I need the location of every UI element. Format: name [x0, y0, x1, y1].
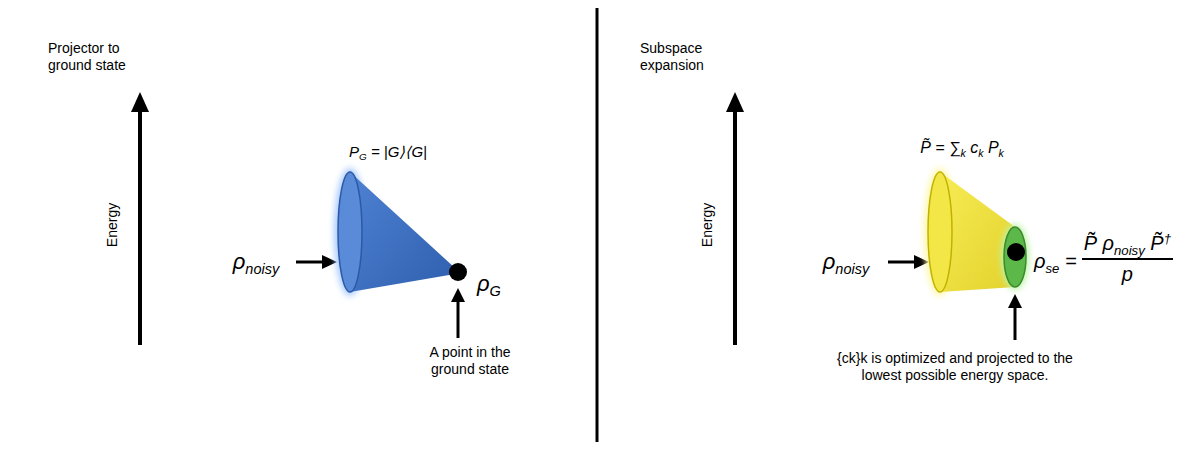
ground-state-dot — [449, 263, 467, 281]
energy-axis — [733, 110, 737, 345]
input-arrow — [296, 261, 323, 264]
text-run: = |G⟩⟨G| — [367, 143, 427, 160]
arrow-head — [131, 92, 149, 112]
cone-opening — [338, 172, 362, 292]
text-run: = — [1059, 250, 1076, 272]
state-symbol: ρG — [477, 271, 501, 297]
text-run: ρ — [477, 271, 490, 296]
projector-cone — [350, 172, 455, 292]
panel-title: Projector to ground state — [48, 40, 163, 74]
text-run: P̃ ρ — [1084, 232, 1114, 254]
arrow-head — [451, 288, 465, 302]
subscript: k — [999, 147, 1004, 159]
fraction-numerator: P̃ ρnoisy P̃† — [1082, 231, 1173, 260]
subscript: G — [490, 283, 501, 299]
arrow-head — [322, 255, 337, 269]
subscript: noisy — [835, 261, 869, 277]
text-run: c — [966, 139, 978, 156]
panel-divider — [596, 8, 599, 442]
subspace-glow — [1001, 224, 1029, 290]
state-symbol: ρnoisy — [233, 249, 280, 275]
pointer-arrow — [457, 300, 460, 338]
ground-state-dot — [1007, 243, 1025, 261]
subspace-ellipse — [1004, 227, 1026, 287]
text-run: ρ — [1034, 250, 1045, 272]
annotation: A point in the ground state — [410, 344, 530, 378]
state-symbol: ρnoisy — [823, 249, 870, 275]
pointer-arrow — [1014, 307, 1017, 340]
text-run: ρ — [823, 249, 836, 274]
subscript: G — [359, 151, 367, 162]
formula-lhs: ρse = — [1034, 249, 1077, 273]
panel-title: Subspace expansion — [640, 40, 740, 74]
input-arrow — [888, 261, 915, 264]
text-run: P̃ = ∑ — [920, 139, 960, 156]
expansion-formula: P̃ = ∑k ck Pk — [920, 138, 1004, 157]
axis-label: Energy — [104, 203, 121, 247]
text-run: P — [983, 139, 998, 156]
text-run: ρ — [233, 249, 246, 274]
subscript: k — [960, 147, 965, 159]
text-run: P̃ — [1145, 232, 1164, 254]
fraction-denominator: p — [1122, 262, 1133, 286]
annotation: {ck}k is optimized and projected to the … — [825, 350, 1085, 384]
cone-opening — [928, 172, 952, 292]
arrow-head — [1008, 294, 1022, 308]
superscript: † — [1164, 231, 1171, 246]
subscript: noisy — [245, 261, 279, 277]
arrow-head — [726, 92, 744, 112]
subscript: k — [978, 147, 983, 159]
axis-label: Energy — [699, 203, 716, 247]
text-run: P — [349, 143, 359, 160]
subscript: se — [1045, 261, 1059, 276]
subscript: noisy — [1114, 243, 1145, 258]
energy-axis — [138, 110, 142, 345]
projector-formula: PG = |G⟩⟨G| — [349, 143, 427, 161]
